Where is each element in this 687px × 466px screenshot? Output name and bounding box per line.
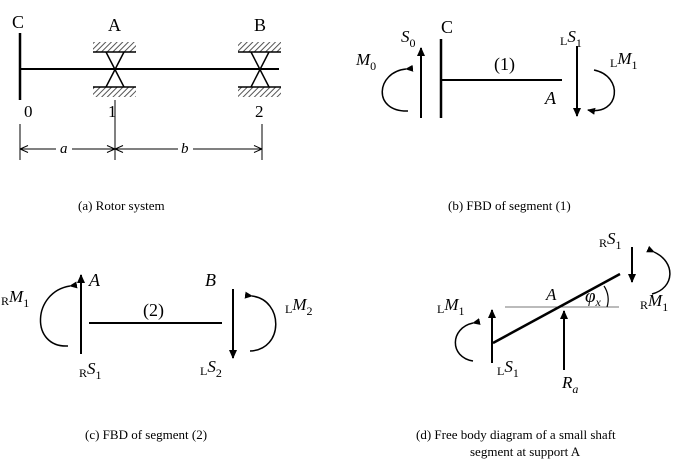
- force-rs1-label: RS1: [79, 359, 102, 382]
- panel-d-small-segment: A φx RS1 RM1 LS1 LM1 Ra (d) Free body di…: [416, 229, 671, 459]
- dimension-lines: [19, 100, 263, 160]
- moment-rm1-label: RM1: [1, 287, 29, 310]
- panel-c-fbd-segment-2: (2) A B RS1 RM1 LS2 LM2 (c) FBD of segme…: [1, 270, 313, 442]
- moment-rm1-label: RM1: [640, 291, 668, 314]
- node-a-label: A: [545, 285, 557, 304]
- node-c-label: C: [441, 17, 453, 37]
- node-a-label: A: [88, 270, 101, 290]
- node-a-label: A: [544, 88, 557, 108]
- moment-lm1-arrow: [454, 318, 481, 362]
- panel-a-rotor-system: C A B 0 1 2 a b (a) Rotor system: [12, 12, 281, 213]
- caption-b: (b) FBD of segment (1): [448, 198, 571, 213]
- dim-b-label: b: [181, 141, 189, 157]
- caption-d-line2: segment at support A: [470, 444, 581, 459]
- dim-a-label: a: [60, 141, 68, 157]
- bearing-a: [93, 42, 136, 97]
- force-ls1-label: LS1: [560, 27, 582, 50]
- caption-a: (a) Rotor system: [78, 198, 165, 213]
- moment-m0-arrow: [381, 64, 414, 112]
- moment-rm1-arrow: [39, 281, 78, 347]
- node-b-label: B: [205, 270, 216, 290]
- angle-phi-label: φx: [585, 286, 602, 309]
- force-ls2-label: LS2: [200, 357, 222, 380]
- node-b-label: B: [254, 15, 266, 35]
- station-1-label: 1: [108, 102, 117, 121]
- force-s0-label: S0: [401, 27, 416, 50]
- force-ls1-label: LS1: [497, 357, 519, 380]
- caption-d-line1: (d) Free body diagram of a small shaft: [416, 427, 616, 442]
- moment-lm2-label: LM2: [285, 295, 313, 318]
- moment-lm1-label: LM1: [610, 49, 638, 72]
- station-2-label: 2: [255, 102, 264, 121]
- caption-c: (c) FBD of segment (2): [85, 427, 207, 442]
- moment-rm1-arrow: [646, 245, 671, 295]
- force-rs1-label: RS1: [599, 229, 622, 252]
- angle-arc: [603, 285, 609, 308]
- segment-1-label: (1): [494, 54, 515, 75]
- moment-lm1-label: LM1: [437, 295, 465, 318]
- panel-b-fbd-segment-1: C (1) A S0 M0 LS1 LM1 (b) FBD of segment…: [355, 17, 638, 213]
- node-a-label: A: [108, 15, 121, 35]
- inclined-shaft-segment: [492, 272, 621, 345]
- segment-2-label: (2): [143, 300, 164, 321]
- moment-lm1-arrow: [587, 69, 616, 115]
- station-0-label: 0: [24, 102, 33, 121]
- moment-lm2-arrow: [244, 291, 277, 352]
- node-c-label: C: [12, 12, 24, 32]
- moment-m0-label: M0: [355, 50, 376, 73]
- bearing-b: [238, 42, 281, 97]
- reaction-ra-label: Ra: [561, 373, 578, 396]
